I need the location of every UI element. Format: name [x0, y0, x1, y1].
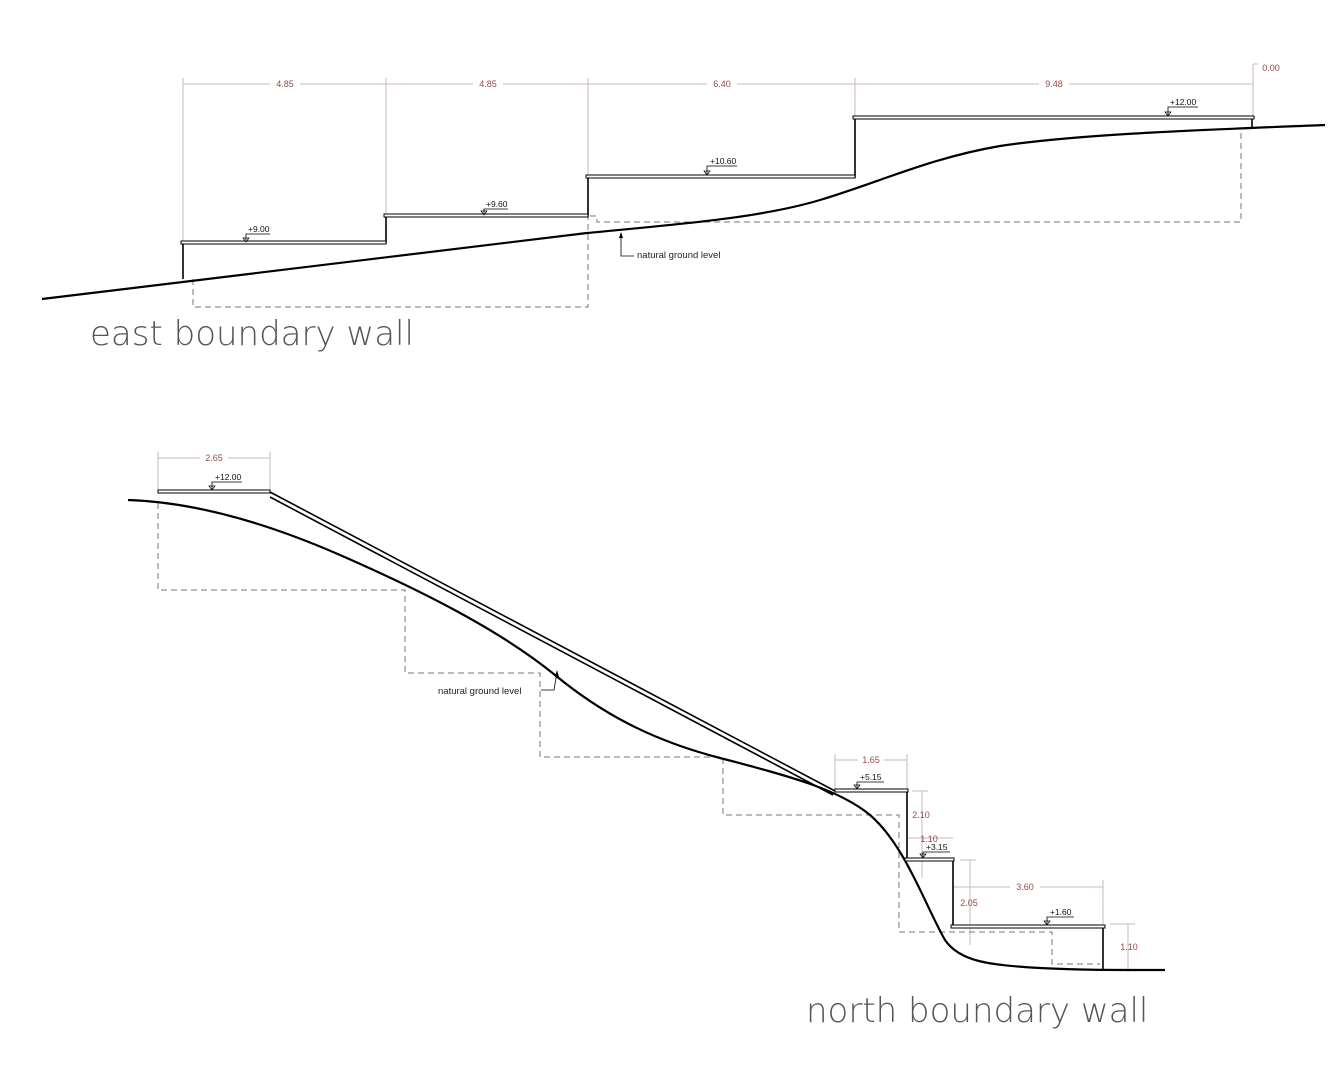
- svg-text:+9.60: +9.60: [486, 199, 508, 209]
- svg-text:natural ground level: natural ground level: [438, 686, 521, 697]
- wall-profile: [269, 496, 834, 796]
- natural-ground-line: [41, 123, 1326, 301]
- dimension-label: 1.10: [920, 834, 938, 844]
- section-title: north boundary wall: [806, 991, 1148, 1031]
- wall-profile: [269, 491, 836, 792]
- wall-profile: [906, 791, 1104, 970]
- dimension-label: 2.65: [205, 453, 223, 463]
- ground-level-annotation: natural ground level: [438, 670, 559, 697]
- dimension-label: 9.48: [1045, 79, 1063, 89]
- dimension-label: 2.05: [960, 898, 978, 908]
- level-marker: +9.60: [480, 199, 508, 216]
- datum-label: 0.00: [1262, 63, 1280, 73]
- level-marker: +1.60: [1043, 907, 1074, 926]
- north-boundary-wall-section: 2.65 1.65 2.10 1.10 2.05 3.60 1.10: [127, 452, 1166, 1031]
- svg-text:+5.15: +5.15: [860, 772, 882, 782]
- ground-level-annotation: natural ground level: [619, 232, 720, 261]
- svg-text:+10.60: +10.60: [710, 156, 737, 166]
- svg-text:+12.00: +12.00: [215, 472, 242, 482]
- dimension-label: 4.85: [479, 79, 497, 89]
- footing-outline: [590, 130, 1242, 223]
- footing-outline: [157, 503, 1100, 965]
- dimension-label: 3.60: [1016, 882, 1034, 892]
- dimension-label: 4.85: [276, 79, 294, 89]
- level-marker: +3.15: [919, 842, 950, 859]
- footing-outline: [192, 216, 589, 308]
- natural-ground-line: [127, 498, 1166, 972]
- level-marker: +9.00: [242, 224, 270, 243]
- svg-text:+1.60: +1.60: [1050, 907, 1072, 917]
- level-marker: +5.15: [853, 772, 884, 790]
- dimension-label: 2.10: [912, 810, 930, 820]
- dimension-label: 6.40: [713, 79, 731, 89]
- svg-text:+9.00: +9.00: [248, 224, 270, 234]
- level-marker: +10.60: [703, 156, 737, 176]
- svg-text:natural ground level: natural ground level: [637, 250, 720, 261]
- svg-text:+12.00: +12.00: [1170, 97, 1197, 107]
- dimension-label: 1.10: [1120, 942, 1138, 952]
- level-marker: +12.00: [208, 472, 242, 491]
- north-dimensions: 2.65 1.65 2.10 1.10 2.05 3.60 1.10: [157, 452, 1138, 970]
- section-title: east boundary wall: [90, 314, 414, 354]
- east-boundary-wall-section: 4.85 4.85 6.40 9.48 0.00 +9.00 +9.60 +10…: [41, 63, 1326, 354]
- dimension-label: 1.65: [862, 755, 880, 765]
- svg-text:+3.15: +3.15: [926, 842, 948, 852]
- level-marker: +12.00: [1164, 97, 1198, 117]
- east-dimension-chain: 4.85 4.85 6.40 9.48 0.00: [182, 63, 1280, 243]
